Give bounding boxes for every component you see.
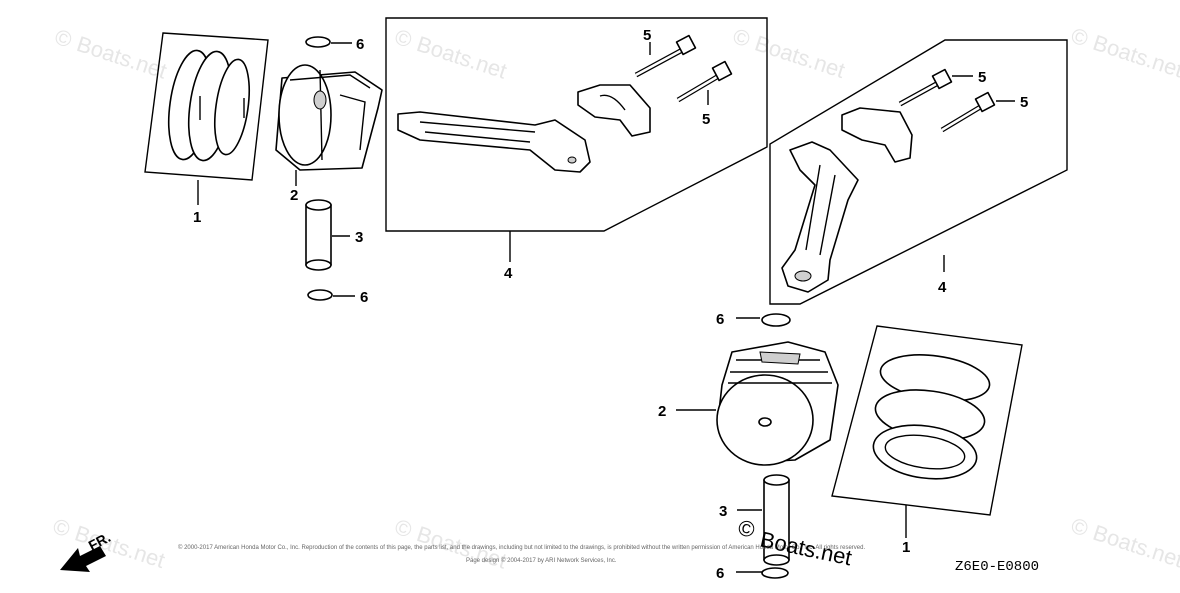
callout-6-top-2: 6 <box>360 289 368 306</box>
bolt-right-2 <box>940 91 996 133</box>
watermark-symbol: © <box>730 23 753 52</box>
callout-4-top: 4 <box>504 265 513 282</box>
watermark-text: Boats.net <box>1090 520 1180 573</box>
bolt-top-2 <box>676 60 733 103</box>
front-arrow-icon <box>60 546 106 572</box>
callout-6-bottom-1: 6 <box>716 311 724 328</box>
circlip-top-2 <box>307 289 333 301</box>
piston-pin-top <box>305 199 332 271</box>
callout-5-top-2: 5 <box>702 111 710 128</box>
circlip-bottom-2 <box>761 567 789 579</box>
callout-6-top-1: 6 <box>356 36 364 53</box>
callout-2-top: 2 <box>290 187 298 204</box>
callout-6-bottom-2: 6 <box>716 565 724 582</box>
piston-top <box>275 64 383 171</box>
piston-bottom <box>716 341 839 466</box>
bolt-right-1 <box>898 68 953 107</box>
circlip-bottom-1 <box>761 313 791 327</box>
connecting-rod-box-right <box>769 39 1068 305</box>
bolt-top-1 <box>634 34 697 78</box>
callout-3-bottom: 3 <box>719 503 727 520</box>
callout-4-right: 4 <box>938 279 947 296</box>
piston-rings-top <box>144 32 269 181</box>
callout-2-bottom: 2 <box>658 403 666 420</box>
diagram-code: Z6E0-E0800 <box>955 559 1039 575</box>
copyright-line-1: © 2000-2017 American Honda Motor Co., In… <box>178 544 865 551</box>
watermark-text: Boats.net <box>752 30 848 83</box>
callout-1-bottom: 1 <box>902 539 910 556</box>
watermark-text: Boats.net <box>1090 30 1180 83</box>
watermark-symbol: © <box>1068 23 1091 52</box>
callout-5-top-1: 5 <box>643 27 651 44</box>
callout-3-top: 3 <box>355 229 363 246</box>
connecting-rod-top <box>397 84 651 173</box>
callout-5-right-2: 5 <box>1020 94 1028 111</box>
watermark-symbol: © <box>392 24 415 53</box>
piston-rings-bottom <box>831 325 1023 516</box>
piston-pin-bottom <box>763 474 790 566</box>
connecting-rod-right <box>781 107 913 293</box>
watermark-symbol: © <box>392 514 415 543</box>
watermark-symbol: © <box>50 513 73 542</box>
circlip-top-1 <box>305 36 331 48</box>
watermark-text: Boats.net <box>74 31 170 84</box>
watermark-text: Boats.net <box>414 31 510 84</box>
callout-5-right-1: 5 <box>978 69 986 86</box>
brand-symbol: © <box>736 515 757 543</box>
connecting-rod-box-top <box>385 17 768 232</box>
watermark-symbol: © <box>52 24 75 53</box>
copyright-line-2: Page design © 2004-2017 by ARI Network S… <box>466 557 617 564</box>
callout-1-top: 1 <box>193 209 201 226</box>
watermark-symbol: © <box>1068 513 1091 542</box>
